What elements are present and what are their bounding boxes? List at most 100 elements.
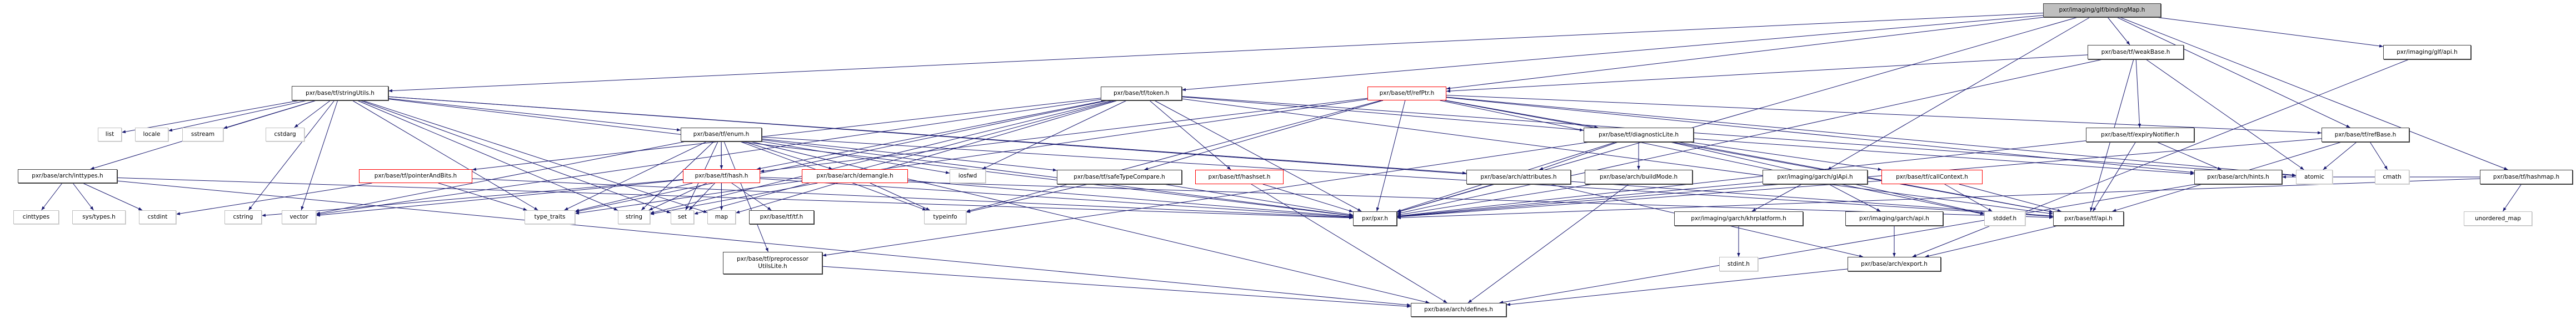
node-demangle[interactable]: pxr/base/arch/demangle.h — [802, 169, 908, 183]
edge-refPtr-to-type_traits — [575, 99, 1368, 215]
edge-bindingMap-to-glfApi — [2155, 17, 2384, 48]
edge-glApi-to-pxr — [1396, 181, 1763, 218]
node-hashmap[interactable]: pxr/base/tf/hashmap.h — [2480, 170, 2573, 184]
node-iosfwd: iosfwd — [950, 169, 986, 183]
node-hints[interactable]: pxr/base/arch/hints.h — [2194, 170, 2282, 184]
node-locale: locale — [135, 128, 168, 141]
node-inttypes[interactable]: pxr/base/arch/inttypes.h — [18, 169, 117, 183]
edge-enum-to-safeTypeCompare — [761, 138, 1057, 172]
node-stddef: stddef.h — [1984, 211, 2025, 226]
edge-hashmap-to-unordered_map — [2502, 184, 2522, 212]
edge-buildMode-to-pxr — [1396, 184, 1593, 216]
node-safeTypeCompare[interactable]: pxr/base/tf/safeTypeCompare.h — [1057, 170, 1182, 184]
node-atomic: atomic — [2296, 170, 2333, 184]
edge-inttypes-to-defines — [117, 180, 1411, 307]
node-tf[interactable]: pxr/base/tf/tf.h — [749, 210, 814, 224]
edge-bindingMap-to-weakBase — [2107, 17, 2130, 45]
edge-enum-to-iosfwd — [761, 141, 950, 174]
edge-inttypes-to-systypes — [72, 183, 94, 211]
edge-bindingMap-to-hashmap — [2119, 17, 2508, 170]
edge-demangle-to-pxr — [907, 180, 1354, 218]
node-stdint: stdint.h — [1719, 257, 1758, 271]
edge-diagnosticLite-to-callContext — [1689, 141, 1882, 171]
edge-glApi-to-garchApi — [1828, 184, 1881, 212]
node-weakBase[interactable]: pxr/base/tf/weakBase.h — [2088, 45, 2184, 59]
edge-bindingMap-to-stringUtils — [388, 12, 2044, 93]
node-buildMode[interactable]: pxr/base/arch/buildMode.h — [1585, 170, 1693, 184]
edge-bindingMap-to-token — [1181, 15, 2044, 92]
edge-stringUtils-to-list — [121, 100, 300, 134]
node-token[interactable]: pxr/base/tf/token.h — [1101, 87, 1182, 100]
edge-callContext-to-stddef — [1944, 184, 1993, 212]
node-vector: vector — [282, 210, 316, 224]
edge-bindingMap-to-refPtr — [1446, 17, 2044, 90]
node-pxr[interactable]: pxr/pxr.h — [1353, 211, 1397, 226]
node-defines[interactable]: pxr/base/arch/defines.h — [1411, 303, 1506, 317]
node-tfApi[interactable]: pxr/base/tf/api.h — [2053, 211, 2124, 226]
edge-export-to-defines — [1506, 269, 1848, 306]
node-cmath: cmath — [2375, 170, 2409, 184]
edge-pointerAndBits-to-pxr — [472, 178, 1354, 219]
node-cstring: cstring — [224, 210, 262, 224]
node-stringUtils[interactable]: pxr/base/tf/stringUtils.h — [292, 86, 388, 100]
edge-stringUtils-to-vector — [301, 100, 338, 211]
edge-weakBase-to-atomic — [2145, 59, 2304, 170]
node-diagnosticLite[interactable]: pxr/base/tf/diagnosticLite.h — [1584, 128, 1694, 142]
node-enum[interactable]: pxr/base/tf/enum.h — [681, 128, 762, 141]
node-list: list — [98, 128, 122, 141]
edge-weakBase-to-pxr — [1396, 59, 2103, 215]
edge-refPtr-to-atomic — [1446, 97, 2297, 177]
node-callContext[interactable]: pxr/base/tf/callContext.h — [1881, 170, 1983, 184]
node-glfApi[interactable]: pxr/imaging/glf/api.h — [2383, 45, 2471, 59]
edge-hash-to-tf — [731, 183, 772, 211]
edge-inttypes-to-cinttypes — [41, 183, 63, 211]
edge-buildMode-to-defines — [1467, 184, 1629, 303]
edge-expiryNotifier-to-pxr — [1396, 140, 2086, 217]
edge-hash-to-tfApi — [760, 177, 2054, 219]
edge-stringUtils-to-enum — [388, 98, 681, 131]
edge-weakBase-to-refPtr — [1446, 54, 2088, 93]
edge-diagnosticLite-to-preprocessorUtilsLite — [822, 141, 1590, 257]
edge-safeTypeCompare-to-pxr — [1164, 184, 1354, 216]
node-unordered_map: unordered_map — [2464, 211, 2532, 226]
edge-bindingMap-to-refBase — [2116, 17, 2350, 128]
edge-token-to-type_traits — [575, 100, 1109, 213]
node-pointerAndBits[interactable]: pxr/base/tf/pointerAndBits.h — [359, 169, 472, 183]
node-cinttypes: cinttypes — [13, 210, 59, 224]
edge-callContext-to-pxr — [1396, 180, 1882, 219]
edge-token-to-pointerAndBits — [472, 98, 1101, 171]
edge-token-to-set — [693, 100, 1116, 215]
edge-token-to-hash — [756, 100, 1106, 170]
edge-enum-to-tfApi — [761, 136, 2054, 218]
edge-token-to-atomic — [1181, 96, 2297, 177]
node-hashset[interactable]: pxr/base/tf/hashset.h — [1195, 170, 1284, 184]
node-garchApi[interactable]: pxr/imaging/garch/api.h — [1845, 211, 1943, 226]
node-map: map — [707, 210, 736, 224]
node-preprocessorUtilsLite[interactable]: pxr/base/tf/preprocessor UtilsLite.h — [723, 252, 822, 274]
edge-refPtr-to-safeTypeCompare — [1144, 100, 1384, 170]
node-refBase[interactable]: pxr/base/tf/refBase.h — [2322, 128, 2409, 142]
node-bindingMap[interactable]: pxr/imaging/glf/bindingMap.h — [2043, 3, 2161, 17]
edge-inttypes-to-cstdint — [82, 183, 143, 211]
node-export[interactable]: pxr/base/arch/export.h — [1848, 257, 1941, 271]
edge-refPtr-to-hints — [1446, 97, 2195, 174]
edge-hash-to-set — [688, 183, 715, 211]
node-khrplatform[interactable]: pxr/imaging/garch/khrplatform.h — [1674, 211, 1803, 226]
node-set: set — [671, 210, 694, 224]
edge-stringUtils-to-locale — [168, 100, 307, 132]
node-attributes[interactable]: pxr/base/arch/attributes.h — [1466, 170, 1571, 184]
edge-weakBase-to-expiryNotifier — [2135, 59, 2141, 128]
node-glApi[interactable]: pxr/imaging/garch/glApi.h — [1763, 170, 1868, 184]
edge-hashset-to-pxr — [1262, 184, 1354, 212]
edge-safeTypeCompare-to-typeinfo — [966, 184, 1089, 213]
edge-stringUtils-to-type_traits — [352, 100, 538, 211]
edge-refPtr-to-diagnosticLite — [1445, 100, 1599, 129]
edge-attributes-to-pxr — [1396, 184, 1494, 213]
edge-token-to-pxr — [1154, 100, 1362, 212]
edge-refPtr-to-typeinfo — [966, 100, 1381, 212]
node-refPtr[interactable]: pxr/base/tf/refPtr.h — [1367, 87, 1446, 100]
node-expiryNotifier[interactable]: pxr/base/tf/expiryNotifier.h — [2086, 128, 2194, 142]
node-hash[interactable]: pxr/base/tf/hash.h — [683, 169, 760, 183]
edge-stringUtils-to-cstdarg — [294, 100, 331, 128]
